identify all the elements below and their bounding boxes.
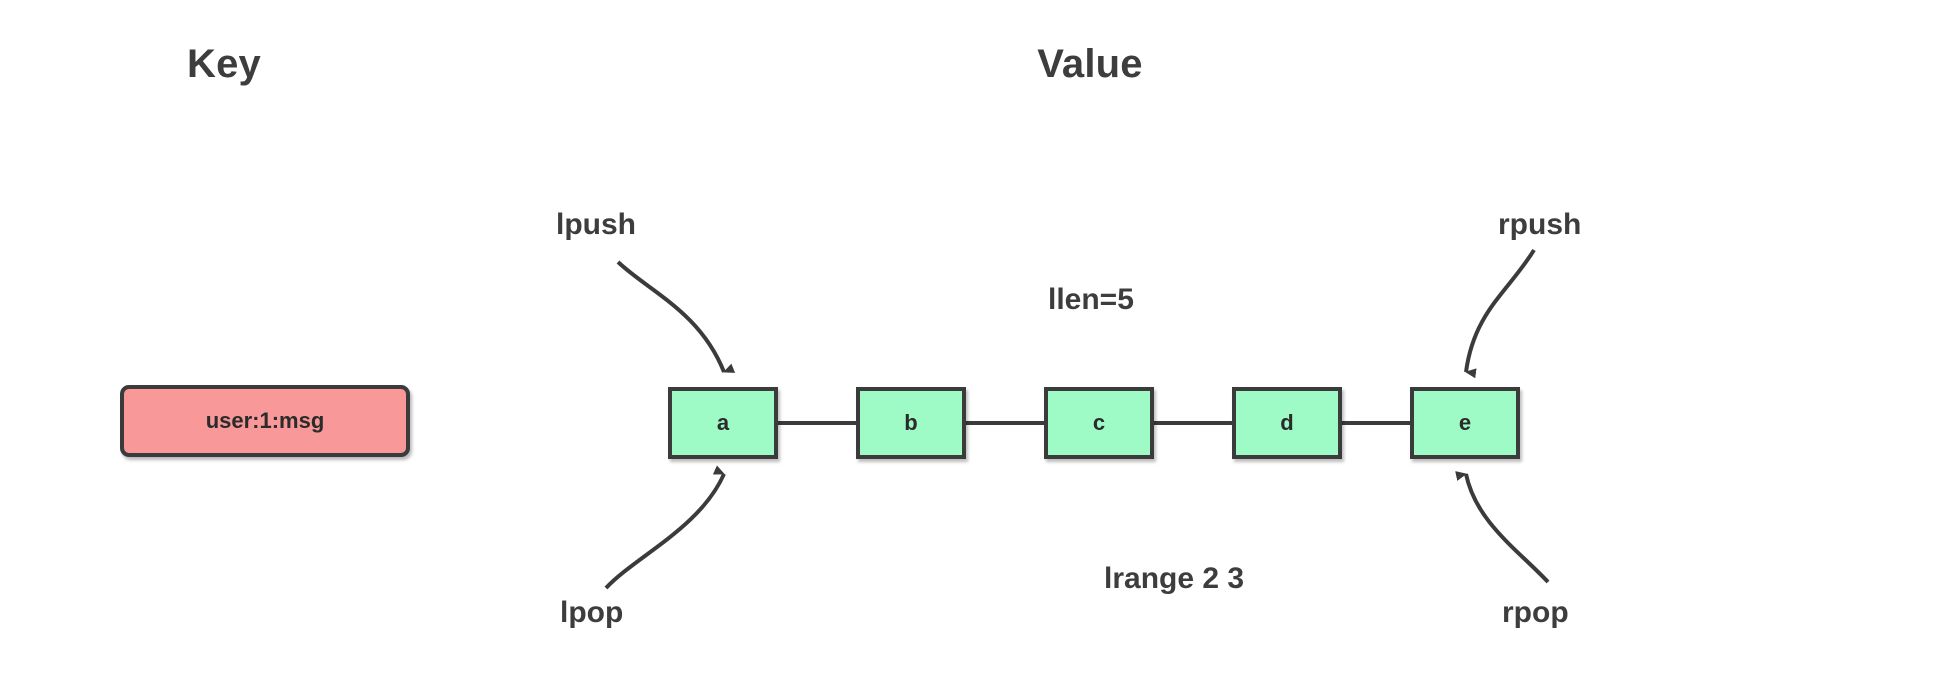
list-node-label: d <box>1280 410 1294 435</box>
list-node-label: c <box>1092 410 1106 435</box>
list-node-label: e <box>1458 410 1472 435</box>
operation-label-rpop: rpop <box>1502 596 1569 629</box>
lpop-arrow <box>604 465 726 590</box>
list-node[interactable]: d <box>1232 387 1342 459</box>
list-node-label: b <box>904 410 918 435</box>
operation-label-lpush: lpush <box>556 208 636 241</box>
rpop-arrow <box>1455 471 1550 584</box>
list-node-label: a <box>716 410 730 435</box>
column-header-key: Key <box>187 42 261 86</box>
list-node[interactable]: a <box>668 387 778 459</box>
rpush-arrow <box>1464 248 1536 379</box>
annotation-llen: llen=5 <box>1048 283 1134 316</box>
operation-label-lpop: lpop <box>560 596 624 629</box>
list-node[interactable]: c <box>1044 387 1154 459</box>
annotation-lrange: lrange 2 3 <box>1104 562 1245 595</box>
column-header-value: Value <box>1037 42 1143 86</box>
list-node[interactable]: b <box>856 387 966 459</box>
operation-label-rpush: rpush <box>1498 208 1582 241</box>
key-box-label: user:1:msg <box>205 408 325 433</box>
list-node[interactable]: e <box>1410 387 1520 459</box>
lpush-arrow <box>616 260 736 373</box>
key-box[interactable]: user:1:msg <box>120 385 410 457</box>
